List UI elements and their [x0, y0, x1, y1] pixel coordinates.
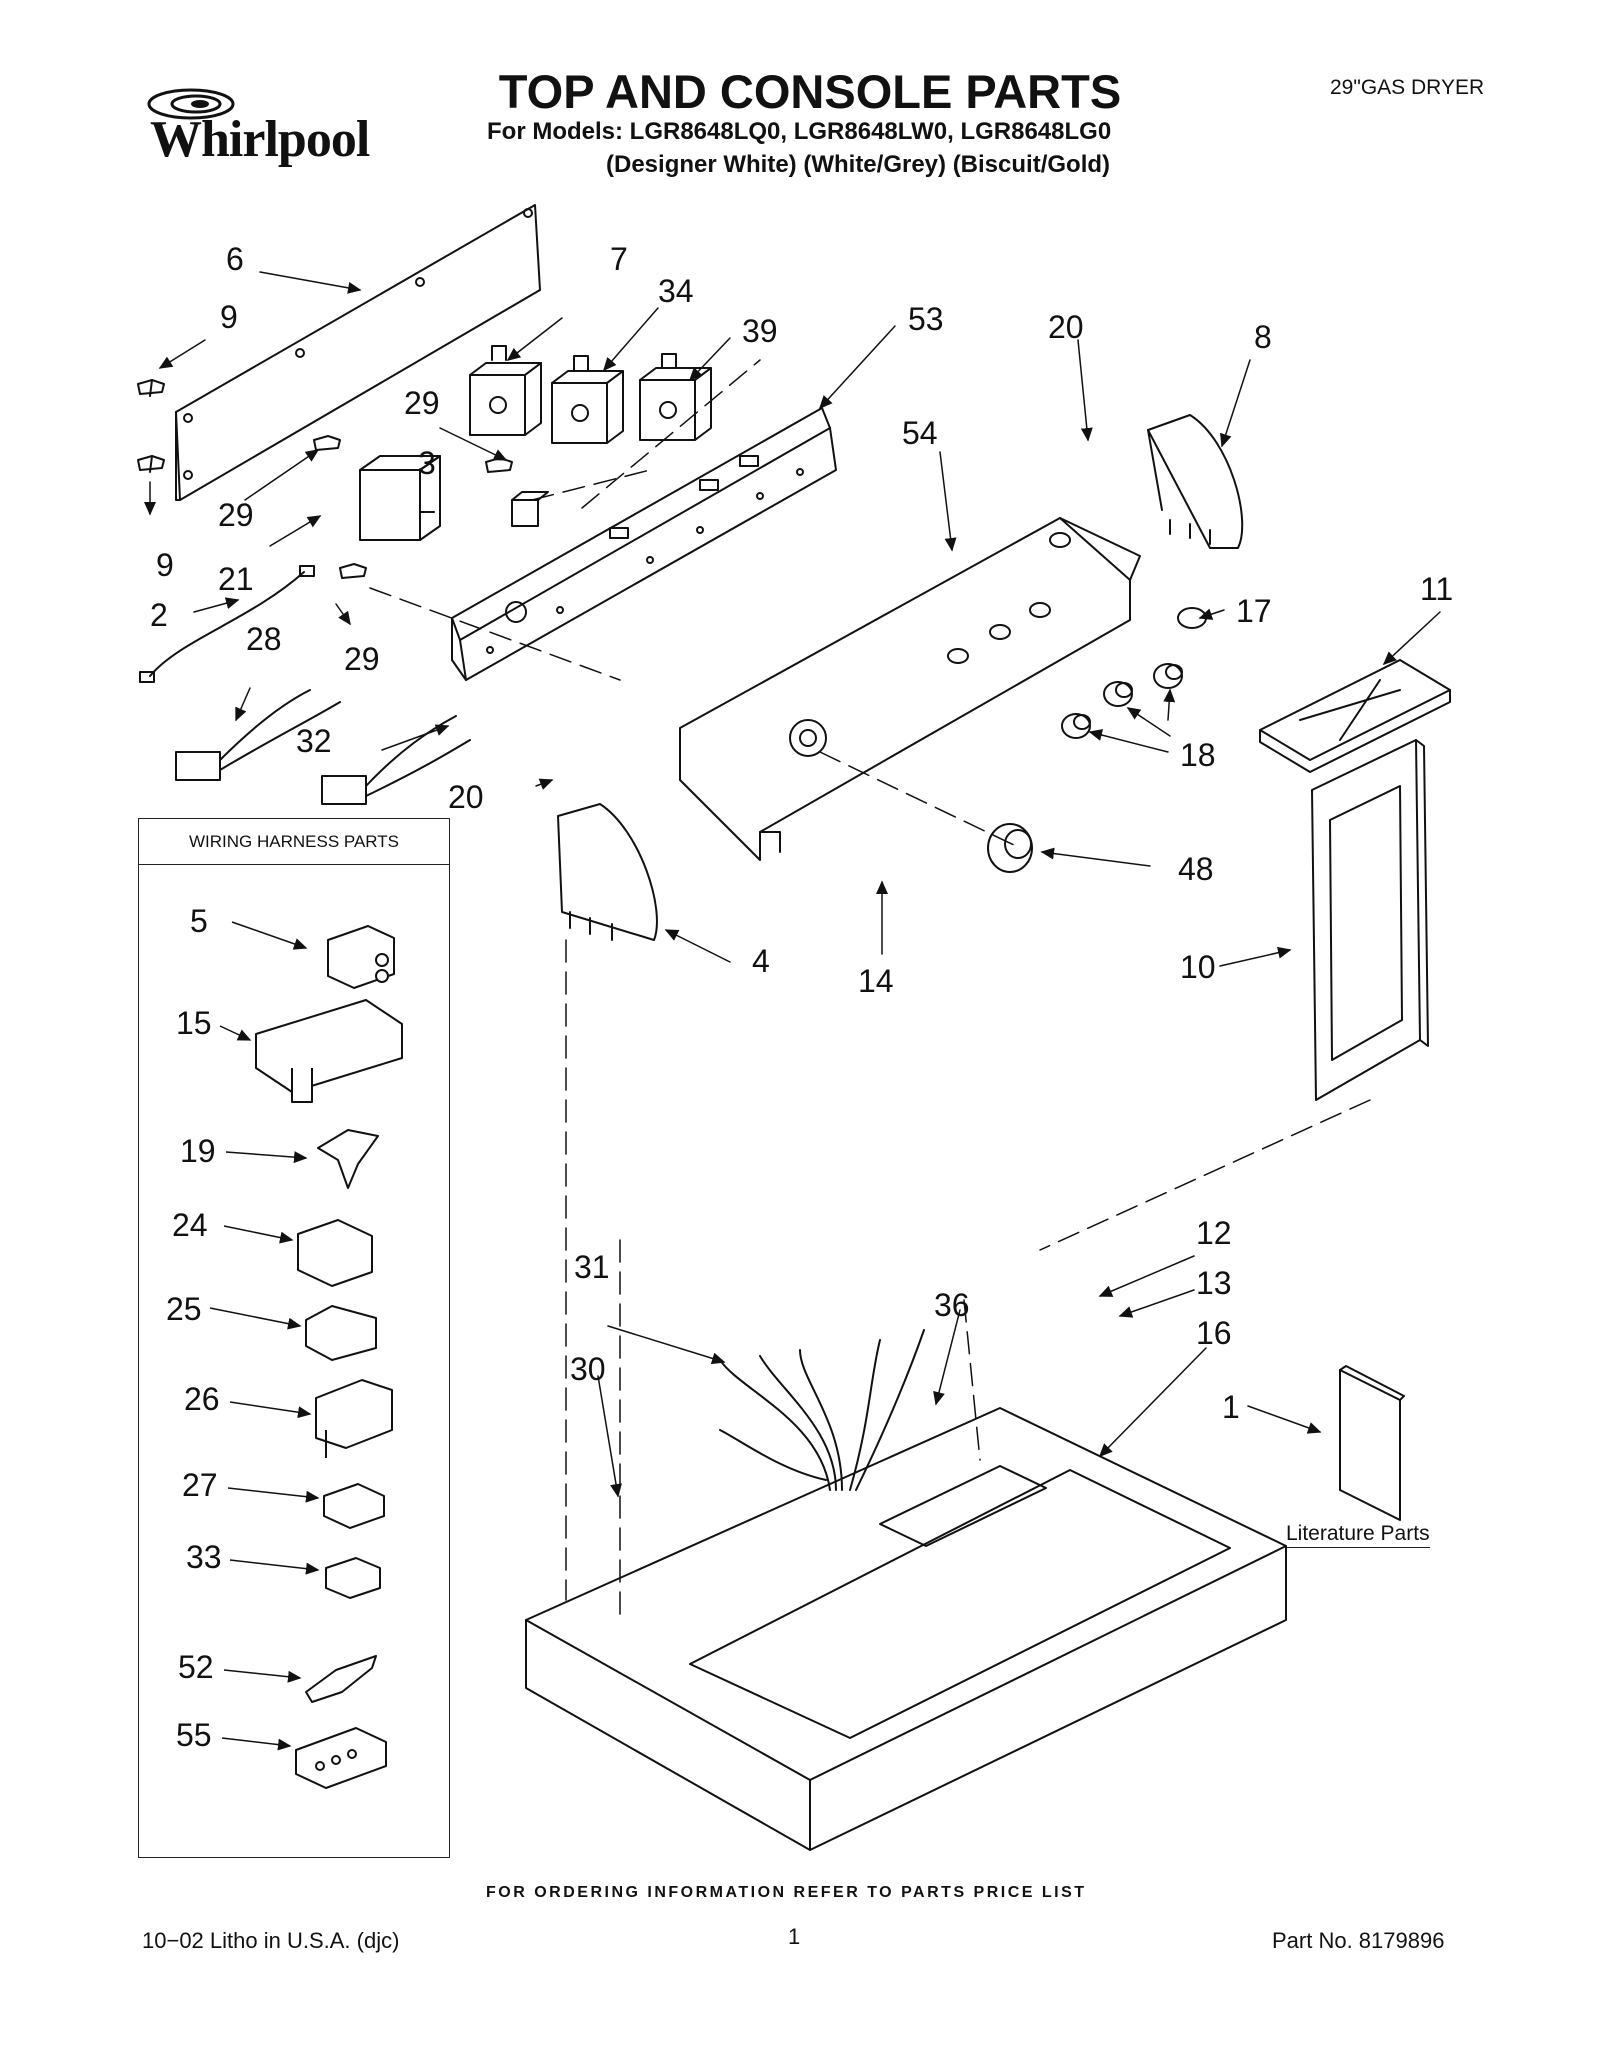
- callout-label: 32: [296, 723, 332, 759]
- literature-part: [1339, 1365, 1405, 1521]
- callout-label: 11: [1420, 571, 1453, 607]
- callout-label: 12: [1196, 1215, 1232, 1251]
- callout-label: 2: [150, 597, 168, 633]
- callout-label: 29: [218, 497, 254, 533]
- callout-label: 54: [902, 415, 938, 451]
- brand-logo: Whirlpool: [128, 82, 378, 172]
- ordering-note: FOR ORDERING INFORMATION REFER TO PARTS …: [486, 1884, 1087, 1901]
- variants-line: (Designer White) (White/Grey) (Biscuit/G…: [606, 151, 1111, 178]
- rotary-switch-part: [469, 345, 542, 436]
- large-knob-part: [987, 823, 1033, 873]
- clip-part: [317, 1129, 379, 1189]
- callout-label: 52: [178, 1649, 214, 1685]
- callout-label: 53: [908, 301, 944, 337]
- terminal-part: [305, 1655, 377, 1703]
- switch-part: [511, 491, 549, 527]
- connector-part: [315, 1379, 393, 1458]
- end-cap-part: [1147, 414, 1244, 549]
- connector-part: [325, 1557, 381, 1599]
- console-part: [679, 517, 1141, 861]
- connector-part: [255, 999, 403, 1103]
- lint-filter-lid-part: [1259, 659, 1451, 773]
- screw-icon: [485, 457, 513, 473]
- callout-label: 27: [182, 1467, 218, 1503]
- callout-label: 16: [1196, 1315, 1232, 1351]
- wiring-harness-title: WIRING HARNESS PARTS: [139, 819, 449, 865]
- logo-swirl-icon: [147, 88, 235, 120]
- callout-label: 29: [344, 641, 380, 677]
- callout-label: 29: [404, 385, 440, 421]
- callout-label: 36: [934, 1287, 970, 1323]
- callout-label: 20: [448, 779, 484, 815]
- callout-label: 39: [742, 313, 778, 349]
- callout-label: 18: [1180, 737, 1216, 773]
- callout-label: 5: [190, 903, 208, 939]
- callout-label: 10: [1180, 949, 1216, 985]
- literature-parts-label: Literature Parts: [1286, 1522, 1430, 1548]
- connector-part: [297, 1219, 373, 1287]
- connector-part: [327, 925, 395, 989]
- control-bracket-part: [451, 407, 837, 681]
- knob-part: [1061, 713, 1091, 739]
- callout-label: 26: [184, 1381, 220, 1417]
- callout-label: 9: [220, 299, 238, 335]
- callout-label: 15: [176, 1005, 212, 1041]
- callout-label: 33: [186, 1539, 222, 1575]
- wire-bundle-part: [719, 1329, 925, 1491]
- wire-harness-part: [175, 689, 341, 781]
- callout-label: 34: [658, 273, 694, 309]
- callout-label: 1: [1222, 1389, 1240, 1425]
- knob-part: [1103, 681, 1133, 707]
- page-number: 1: [788, 1924, 801, 1949]
- rear-bracket-part: [175, 204, 541, 501]
- callout-label: 9: [156, 547, 174, 583]
- knob-part: [1153, 663, 1183, 689]
- callout-label: 3: [418, 445, 436, 481]
- screw-icon: [313, 435, 341, 451]
- callout-label: 25: [166, 1291, 202, 1327]
- screw-icon: [137, 455, 165, 473]
- connector-part: [305, 1305, 377, 1361]
- screw-icon: [137, 379, 165, 397]
- screw-icon: [339, 563, 367, 579]
- callout-label: 21: [218, 561, 254, 597]
- page-title: TOP AND CONSOLE PARTS: [498, 65, 1122, 118]
- top-panel-part: [525, 1407, 1287, 1851]
- callout-label: 31: [574, 1249, 610, 1285]
- callout-labels: 6 7 34 39 53 20 8 9 29 3 54 9 29 21 2 28…: [150, 241, 1453, 1753]
- callout-label: 20: [1048, 309, 1084, 345]
- part-number: Part No. 8179896: [1272, 1928, 1445, 1953]
- wire-lead-part: [139, 565, 315, 683]
- models-line: For Models: LGR8648LQ0, LGR8648LW0, LGR8…: [487, 118, 1112, 145]
- rotary-switch-part: [551, 355, 624, 444]
- callout-label: 4: [752, 943, 770, 979]
- leader-lines: [144, 271, 1441, 1498]
- callout-label: 48: [1178, 851, 1214, 887]
- wire-harness-part: [321, 715, 471, 805]
- rotary-switch-part: [639, 353, 712, 441]
- callout-label: 8: [1254, 319, 1272, 355]
- callout-label: 24: [172, 1207, 208, 1243]
- callout-label: 19: [180, 1133, 216, 1169]
- callout-label: 7: [610, 241, 628, 277]
- end-cap-part: [557, 803, 658, 941]
- callout-label: 13: [1196, 1265, 1232, 1301]
- callout-label: 14: [858, 963, 894, 999]
- brand-wordmark: Whirlpool: [150, 111, 370, 168]
- wiring-harness-box: WIRING HARNESS PARTS: [138, 818, 450, 1858]
- callout-label: 30: [570, 1351, 606, 1387]
- callout-label: 6: [226, 241, 244, 277]
- product-type: 29"GAS DRYER: [1330, 76, 1485, 99]
- callout-label: 28: [246, 621, 282, 657]
- lint-filter-frame-part: [1311, 739, 1429, 1101]
- connector-part: [295, 1727, 387, 1789]
- harness-leader-lines: [209, 921, 320, 1751]
- callout-label: 55: [176, 1717, 212, 1753]
- connector-part: [323, 1483, 385, 1529]
- litho-note: 10−02 Litho in U.S.A. (djc): [142, 1928, 400, 1953]
- callout-label: 17: [1236, 593, 1272, 629]
- timer-part: [359, 455, 441, 541]
- dashed-alignment-lines: [369, 359, 1371, 1621]
